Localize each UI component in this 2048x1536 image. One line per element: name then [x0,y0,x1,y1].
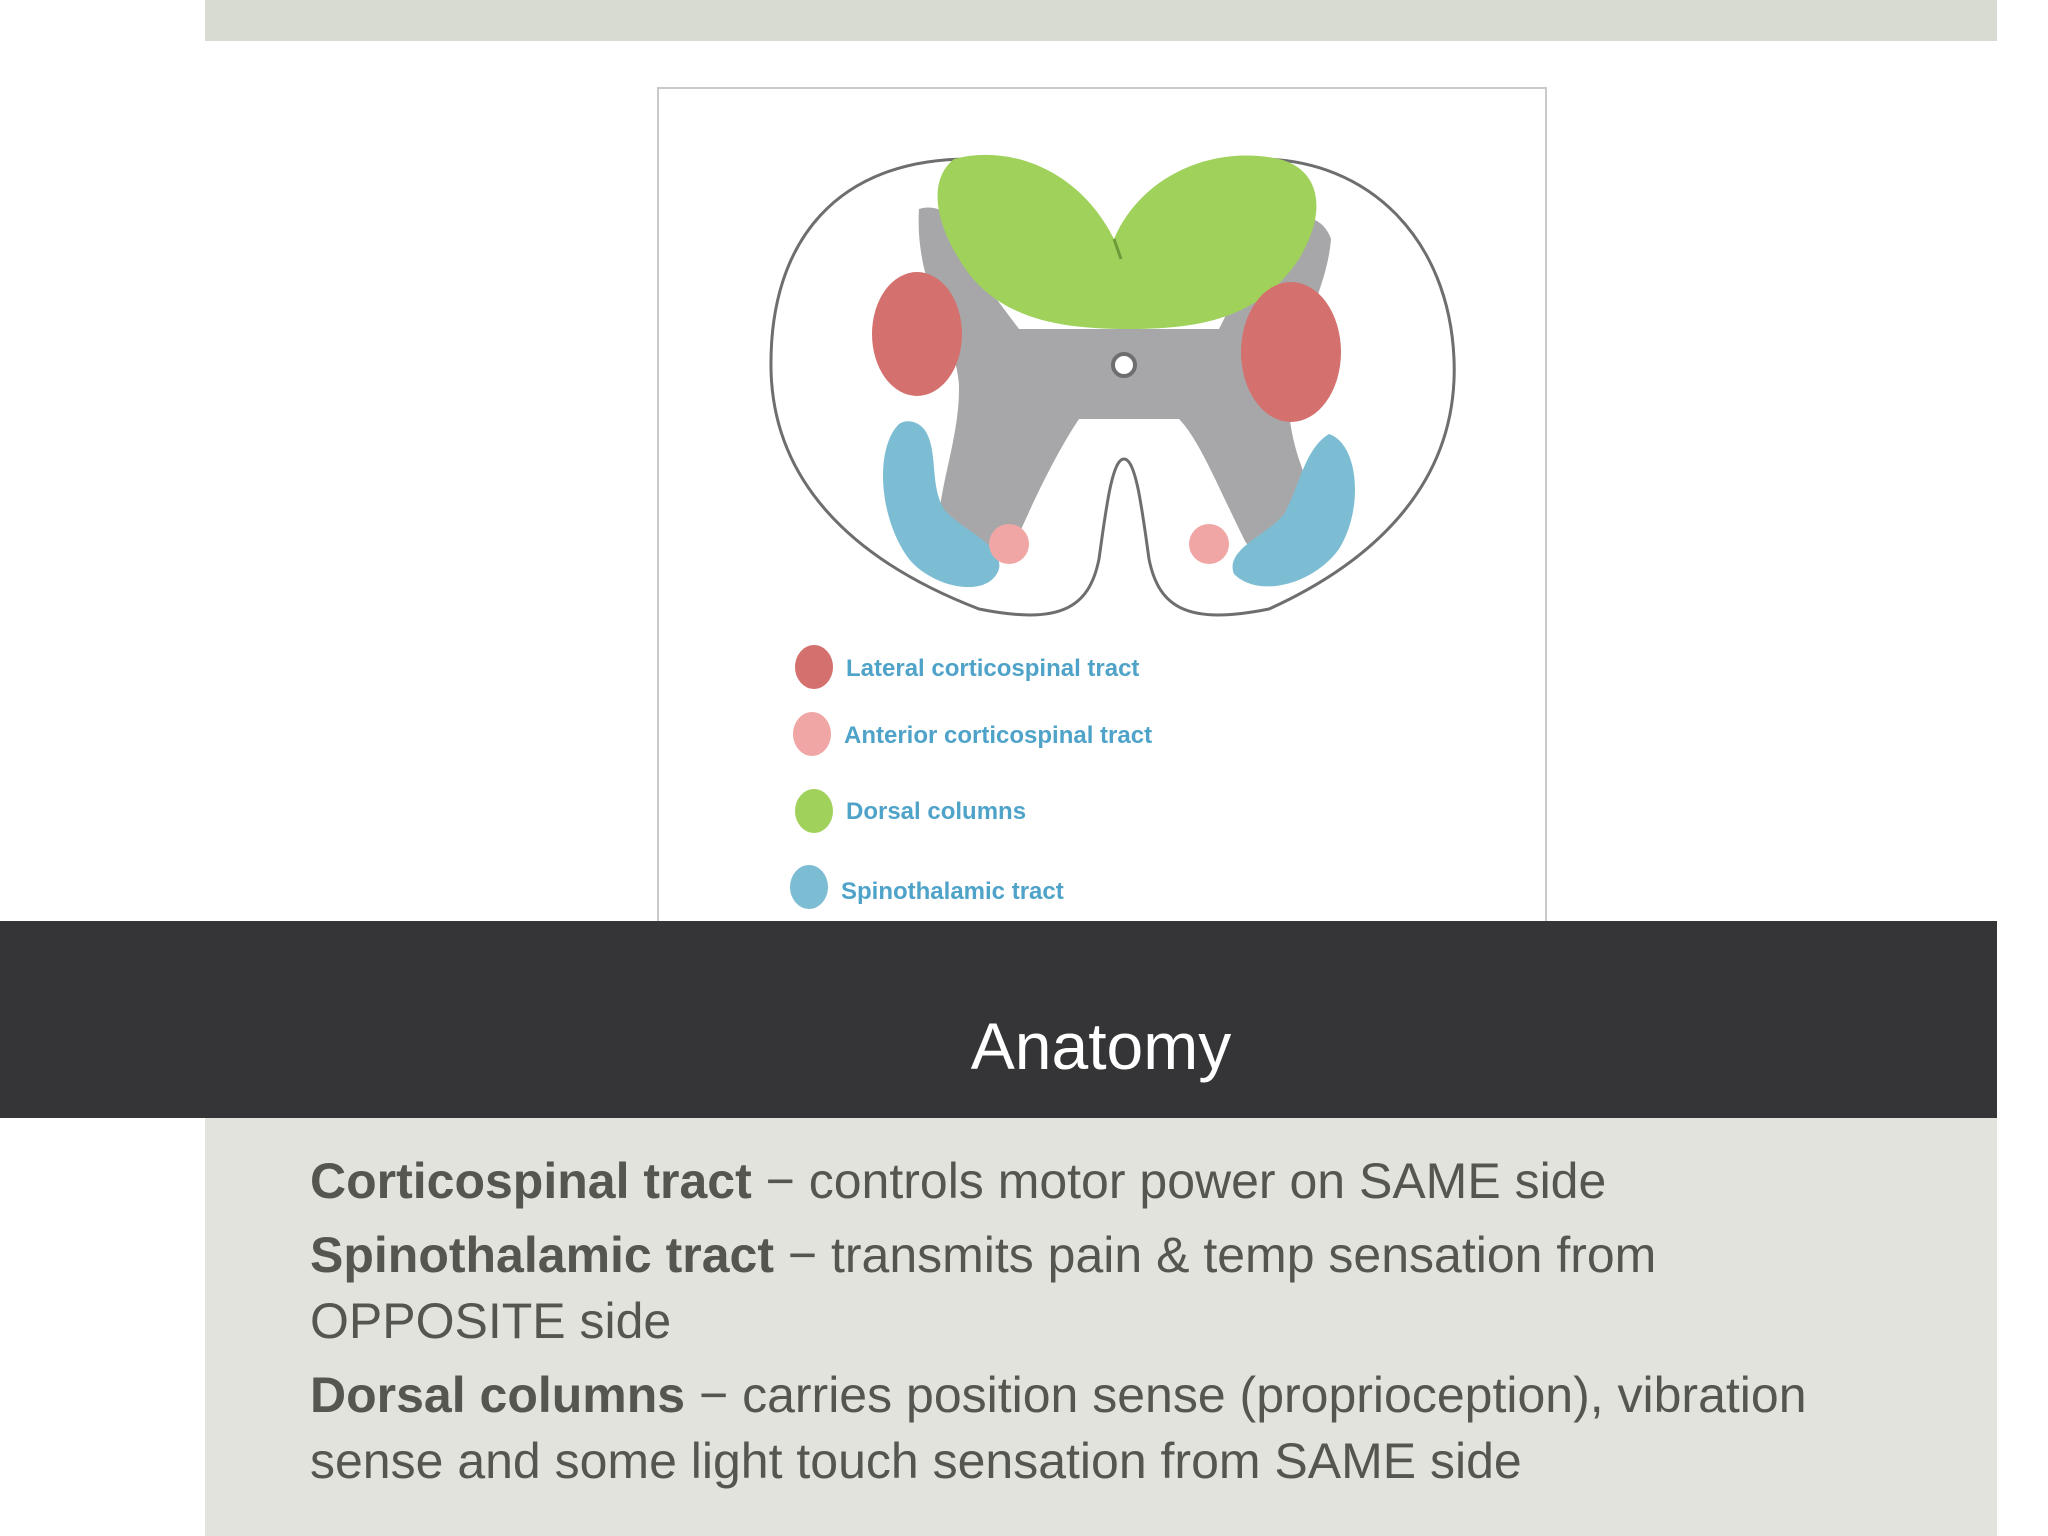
bullet-term: Corticospinal tract [310,1153,752,1209]
legend-label-anterior-corticospinal: Anterior corticospinal tract [844,722,1152,749]
bullet-text: controls motor power on SAME side [808,1153,1607,1209]
bullet-separator: − [685,1367,743,1423]
bullet-list: Corticospinal tract − controls motor pow… [310,1148,1910,1502]
title-band: Anatomy [0,921,1997,1118]
legend-label-dorsal-columns: Dorsal columns [846,798,1026,825]
anterior-corticospinal-left [989,524,1029,564]
bullet-term: Spinothalamic tract [310,1227,774,1283]
bullet-separator: − [774,1227,831,1283]
lateral-corticospinal-right [1241,282,1341,422]
spinothalamic-right [1232,434,1356,587]
gray-matter [918,207,1331,567]
bullet-text: transmits pain & temp sensation from OPP… [310,1227,1657,1349]
legend-label-lateral-corticospinal: Lateral corticospinal tract [846,655,1139,682]
legend-swatch-lateral-corticospinal [795,645,833,689]
spinal-cord-diagram: Lateral corticospinal tract Anterior cor… [769,154,1456,909]
bullet-text: carries position sense (proprioception),… [310,1367,1807,1489]
dorsal-median-septum [1112,238,1123,260]
spinothalamic-left [882,421,1000,588]
anterior-corticospinal-right [1189,524,1229,564]
legend: Lateral corticospinal tract Anterior cor… [790,645,1152,909]
bullet-corticospinal: Corticospinal tract − controls motor pow… [310,1148,1910,1214]
bullet-spinothalamic: Spinothalamic tract − transmits pain & t… [310,1222,1910,1354]
legend-swatch-anterior-corticospinal [793,712,831,756]
legend-swatch-spinothalamic [790,865,828,909]
lateral-corticospinal-left [872,272,962,396]
legend-label-spinothalamic: Spinothalamic tract [841,878,1064,905]
dorsal-columns-region [937,154,1317,329]
content-panel: Corticospinal tract − controls motor pow… [205,1118,1997,1536]
slide-title: Anatomy [970,1009,1232,1083]
bullet-dorsal-columns: Dorsal columns − carries position sense … [310,1362,1910,1494]
legend-swatch-dorsal-columns [795,789,833,833]
bullet-term: Dorsal columns [310,1367,686,1423]
spinal-cord-figure: Lateral corticospinal tract Anterior cor… [657,87,1547,922]
central-canal [1111,352,1137,378]
bullet-separator: − [751,1153,809,1209]
top-accent-bar [205,0,1997,41]
